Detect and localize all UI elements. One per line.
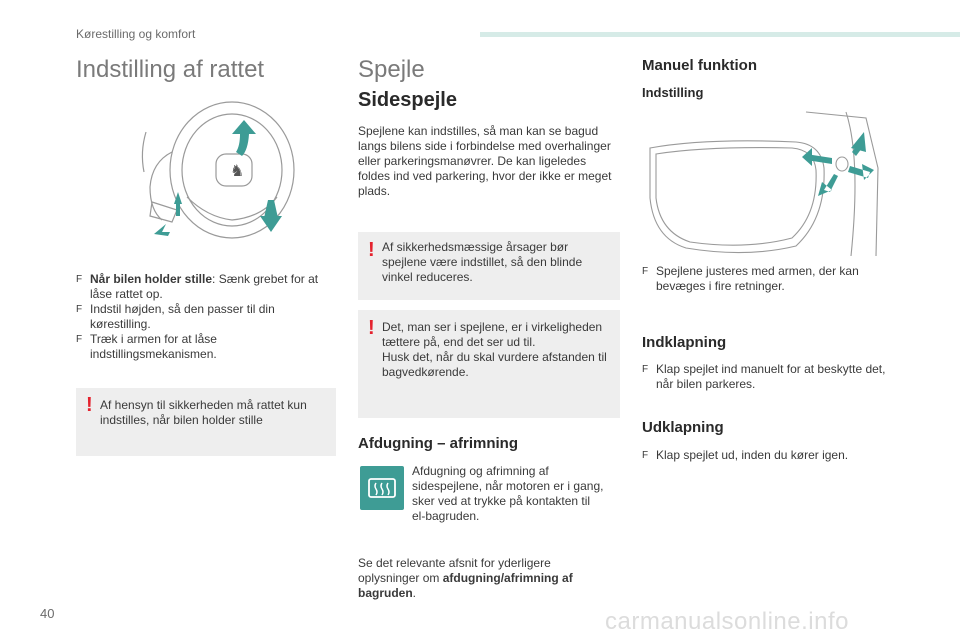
warning-text: Af hensyn til sikkerheden må rattet kun [100, 398, 307, 412]
header-bar [480, 32, 960, 37]
steering-wheel-illustration: ♞ [132, 92, 302, 242]
adjust-bullet: F Spejlene justeres med armen, der kan b… [642, 264, 912, 294]
text-line: foldes ind ved parkering, hvor der ikke … [358, 169, 612, 183]
bullet-glyph: F [76, 334, 83, 345]
bold-text: bagruden [358, 586, 413, 600]
text-line: sker ved at trykke på kontakten til [412, 494, 591, 508]
bullet-glyph: F [76, 304, 83, 315]
unfold-title: Udklapning [642, 419, 724, 436]
bullet-glyph: F [642, 364, 649, 375]
fold-bullet: F Klap spejlet ind manuelt for at beskyt… [642, 362, 912, 392]
bullet-glyph: F [642, 450, 649, 461]
defrost-title: Afdugning – afrimning [358, 435, 518, 452]
rear-defrost-icon [368, 478, 396, 498]
item-text-cont: bevæges i fire retninger. [656, 279, 785, 293]
item-text: Spejlene justeres med armen, der kan [656, 264, 859, 278]
item-text-cont: indstillingsmekanismen. [90, 347, 217, 361]
svg-text:♞: ♞ [230, 161, 244, 180]
bullet-glyph: F [76, 274, 83, 285]
warning-text: indstilles, når bilen holder stille [100, 413, 263, 427]
manual-function-title: Manuel funktion [642, 57, 757, 74]
list-item: F Klap spejlet ud, inden du kører igen. [642, 448, 912, 463]
text-line: Afdugning og afrimning af [412, 464, 549, 478]
warning-icon: ! [368, 239, 375, 261]
defrost-text: Afdugning og afrimning af sidespejlene, … [412, 464, 632, 524]
item-text: Klap spejlet ind manuelt for at beskytte… [656, 362, 886, 376]
mirrors-warning-box-1: ! Af sikkerhedsmæssige årsager bør spejl… [358, 232, 620, 300]
watermark: carmanualsonline.info [605, 608, 849, 635]
bold-text: afdugning/afrimning af [442, 571, 573, 585]
text-line: plads. [358, 184, 391, 198]
mirrors-warning-box-2: ! Det, man ser i spejlene, er i virkelig… [358, 310, 620, 418]
steering-title: Indstilling af rattet [76, 56, 265, 83]
section-header: Kørestilling og komfort [76, 27, 196, 41]
mirrors-title: Spejle [358, 56, 425, 83]
bullet-glyph: F [642, 266, 649, 277]
warning-text: Det, man ser i spejlene, er i virkelighe… [382, 320, 603, 334]
rear-defrost-button [360, 466, 404, 510]
warning-text: tættere på, end det ser ud til. [382, 335, 536, 349]
text-line: . [412, 586, 417, 600]
fold-title: Indklapning [642, 334, 727, 351]
defrost-note: Se det relevante afsnit for yderligere o… [358, 556, 628, 601]
text-line: el-bagruden. [412, 509, 480, 523]
text-line: sidespejlene, når motoren er i gang, [412, 479, 604, 493]
warning-text: Husk det, når du skal vurdere afstanden … [382, 350, 607, 364]
adjust-title: Indstilling [642, 85, 704, 100]
item-text-cont: kørestilling. [90, 317, 151, 331]
warning-icon: ! [368, 317, 375, 339]
warning-text: vinkel reduceres. [382, 270, 473, 284]
list-item: F Klap spejlet ind manuelt for at beskyt… [642, 362, 912, 392]
text-line: eller parkeringsmanøvrer. De kan ligeled… [358, 154, 587, 168]
warning-text: bagvedkørende. [382, 365, 469, 379]
list-item: F Når bilen holder stille: Sænk grebet f… [76, 272, 338, 302]
item-text: Indstil højden, så den passer til din [90, 302, 275, 316]
text-line: oplysninger om [358, 571, 443, 585]
side-mirrors-subtitle: Sidespejle [358, 89, 457, 111]
text-line: Spejlene kan indstilles, så man kan se b… [358, 124, 599, 138]
text-line: langs bilens side i forbindelse med over… [358, 139, 611, 153]
unfold-bullet: F Klap spejlet ud, inden du kører igen. [642, 448, 912, 463]
item-text: : Sænk grebet for at [212, 272, 319, 286]
mirror-control-illustration [646, 108, 882, 258]
item-text-cont: låse rattet op. [90, 287, 163, 301]
item-text: Træk i armen for at låse [90, 332, 217, 346]
warning-text: Af sikkerhedsmæssige årsager bør [382, 240, 569, 254]
warning-icon: ! [86, 394, 93, 416]
warning-text: spejlene være indstillet, så den blinde [382, 255, 583, 269]
page-number: 40 [40, 606, 55, 621]
bold-text: Når bilen holder stille [90, 272, 213, 286]
item-text-cont: når bilen parkeres. [656, 377, 756, 391]
item-text: Klap spejlet ud, inden du kører igen. [656, 448, 849, 462]
list-item: F Spejlene justeres med armen, der kan b… [642, 264, 912, 294]
mirrors-paragraph: Spejlene kan indstilles, så man kan se b… [358, 124, 628, 199]
steering-warning-box: ! Af hensyn til sikkerheden må rattet ku… [76, 388, 336, 456]
text-line: Se det relevante afsnit for yderligere [358, 556, 551, 570]
list-item: F Indstil højden, så den passer til din … [76, 302, 338, 332]
steering-bullets: F Når bilen holder stille: Sænk grebet f… [76, 272, 338, 362]
list-item: F Træk i armen for at låse indstillingsm… [76, 332, 338, 362]
